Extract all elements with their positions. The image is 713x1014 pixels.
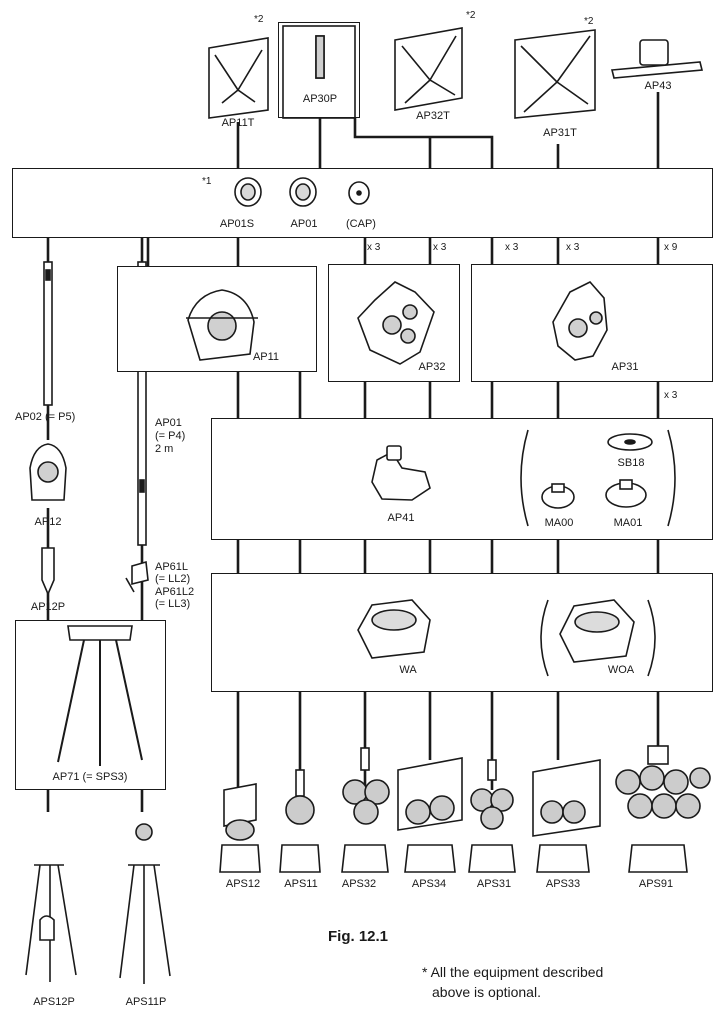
label-ap01-pole: AP01 [155,417,182,429]
adapter-bracket-left [521,430,528,526]
label-ap61l2-eq: (= LL3) [155,598,190,610]
multiplier-ap32-b: x 3 [433,242,446,254]
label-ma01: MA01 [614,517,643,529]
multiplier-ap31-a: x 3 [505,242,518,254]
label-ap32: AP32 [419,361,446,373]
label-ap31t: AP31T [543,127,577,139]
label-ap71: AP71 (= SPS3) [53,771,128,783]
label-ap01-pole-len: 2 m [155,443,173,455]
label-ap41: AP41 [388,512,415,524]
label-aps34: APS34 [412,878,446,890]
label-aps11: APS11 [284,878,317,890]
multiplier-ap31-b: x 3 [566,242,579,254]
label-ap11t: AP11T [222,117,255,129]
ap71-tripod-icon [68,626,132,640]
label-ap61l-eq: (= LL2) [155,573,190,585]
label-ap11: AP11 [253,351,279,363]
tribrach-bracket-left [541,600,548,676]
label-aps91: APS91 [639,878,673,890]
star1-note: *1 [202,176,211,188]
label-ap43: AP43 [645,80,672,92]
label-ap32t: AP32T [416,110,450,122]
star2-note-3: *2 [584,16,593,28]
label-aps11p: APS11P [126,996,167,1008]
star2-note-1: *2 [254,14,263,26]
label-wa: WA [399,664,416,676]
label-ap61l2: AP61L2 [155,586,194,598]
label-ap01-pole-eq: (= P4) [155,430,185,442]
label-ap12: AP12 [35,516,62,528]
label-woa: WOA [608,664,634,676]
label-ap31: AP31 [612,361,639,373]
label-aps32: APS32 [342,878,376,890]
label-ap01: AP01 [291,218,318,230]
adapter-bracket-right [668,430,675,526]
label-aps31: APS31 [477,878,511,890]
label-ap30p: AP30P [303,93,337,105]
label-aps33: APS33 [546,878,580,890]
label-cap: (CAP) [346,218,376,230]
multiplier-adapter: x 3 [664,390,677,402]
label-sb18: SB18 [618,457,645,469]
label-ap02: AP02 (= P5) [15,411,75,423]
multiplier-ap32-a: x 3 [367,242,380,254]
star2-note-2: *2 [466,10,475,22]
label-aps12: APS12 [226,878,260,890]
figure-caption: Fig. 12.1 [328,928,388,945]
optional-note-line1: * All the equipment described [422,963,603,981]
label-ap12p: AP12P [31,601,65,613]
label-ap61l: AP61L [155,561,188,573]
label-ma00: MA00 [545,517,574,529]
label-aps12p: APS12P [33,996,75,1008]
tribrach-bracket-right [648,600,655,676]
label-ap01s: AP01S [220,218,254,230]
multiplier-ap31-c: x 9 [664,242,677,254]
optional-note-line2: above is optional. [432,983,541,1001]
